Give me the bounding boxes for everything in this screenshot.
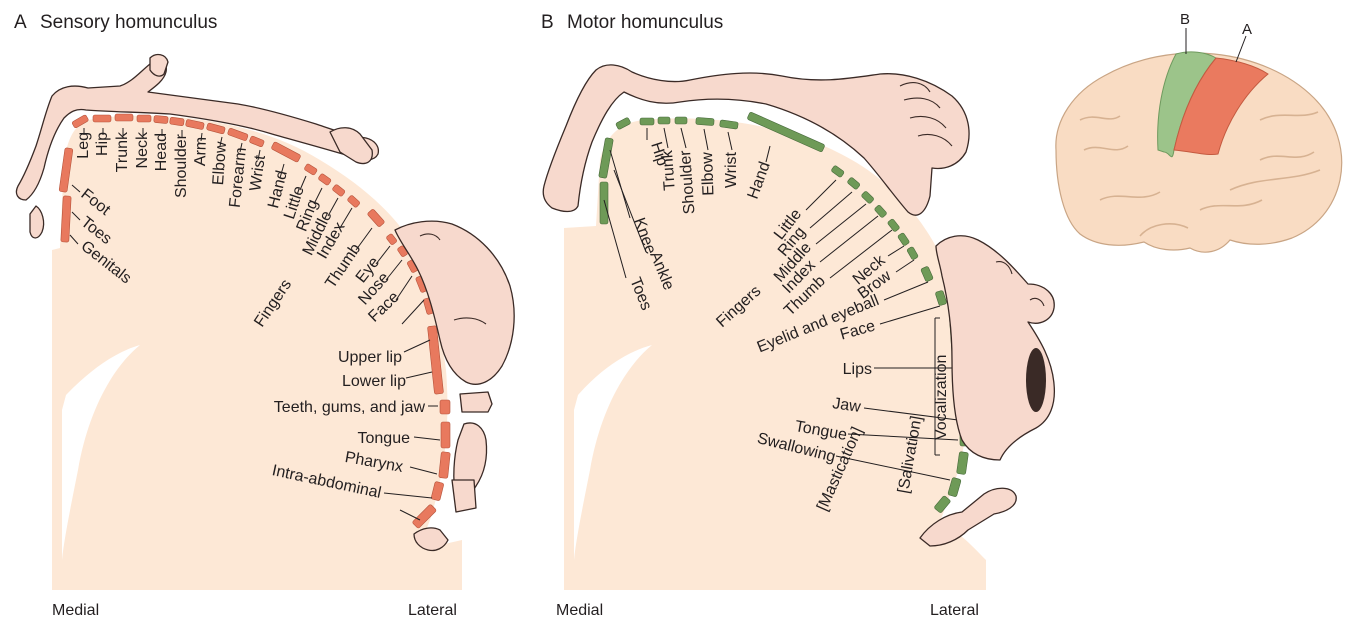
label-upper-lip: Upper lip (338, 349, 402, 366)
label-hip: Hip (647, 140, 671, 168)
panel-a-ventricle (62, 345, 140, 560)
brain-sensory-strip (1173, 57, 1269, 155)
panel-a-title: Sensory homunculus (40, 12, 217, 33)
panel-b-motor: B Motor homunculus (541, 12, 1056, 619)
brain-sulci (1079, 111, 1321, 237)
panel-b-homunculus-drawing (542, 64, 1056, 547)
label-hip: Hip (94, 132, 111, 156)
panel-a-lateral: Lateral (408, 602, 457, 619)
brain-leader-a (1235, 35, 1247, 63)
label-neck: Neck (134, 131, 151, 168)
panel-a-medial: Medial (52, 602, 99, 619)
label-leg: Leg (75, 132, 92, 159)
label-forearm: Forearm (227, 147, 250, 209)
brain-label-a: A (1242, 21, 1252, 38)
panel-b-lateral: Lateral (930, 602, 979, 619)
label-jaw: Jaw (831, 395, 862, 416)
panel-a-bars (58, 113, 451, 529)
label-lower-lip: Lower lip (342, 373, 406, 390)
label-elbow: Elbow (699, 151, 718, 196)
panel-a-letter: A (14, 12, 27, 33)
label-teeth-gums-jaw: Teeth, gums, and jaw (274, 399, 426, 416)
label-trunk: Trunk (114, 131, 131, 172)
panel-a-leaders (69, 128, 441, 521)
label-lips: Lips (843, 361, 872, 378)
brain-label-b: B (1180, 11, 1190, 28)
label-shoulder: Shoulder (173, 133, 190, 198)
label-tongue: Tongue (358, 430, 411, 447)
label-shoulder: Shoulder (677, 149, 698, 215)
panel-a-homunculus-drawing (15, 53, 515, 552)
brain-inset: B A (1055, 11, 1343, 253)
panel-b-title: Motor homunculus (567, 12, 723, 33)
panel-a-sensory: A Sensory homunculus (14, 12, 515, 619)
label-wrist: Wrist (247, 154, 269, 193)
panel-b-medial: Medial (556, 602, 603, 619)
label-trunk: Trunk (659, 149, 679, 191)
label-elbow: Elbow (210, 141, 230, 186)
label-arm: Arm (192, 137, 210, 167)
label-head: Head (153, 133, 170, 171)
panel-b-letter: B (541, 12, 554, 33)
label-vocalization: Vocalization (933, 355, 950, 440)
panel-b-leaders (603, 127, 959, 481)
label-wrist: Wrist (723, 151, 740, 188)
panel-a-brain-section (52, 115, 462, 590)
panel-b-brain-section (564, 118, 986, 590)
panel-b-ventricle (574, 345, 652, 560)
motor-mouth (1026, 348, 1046, 412)
